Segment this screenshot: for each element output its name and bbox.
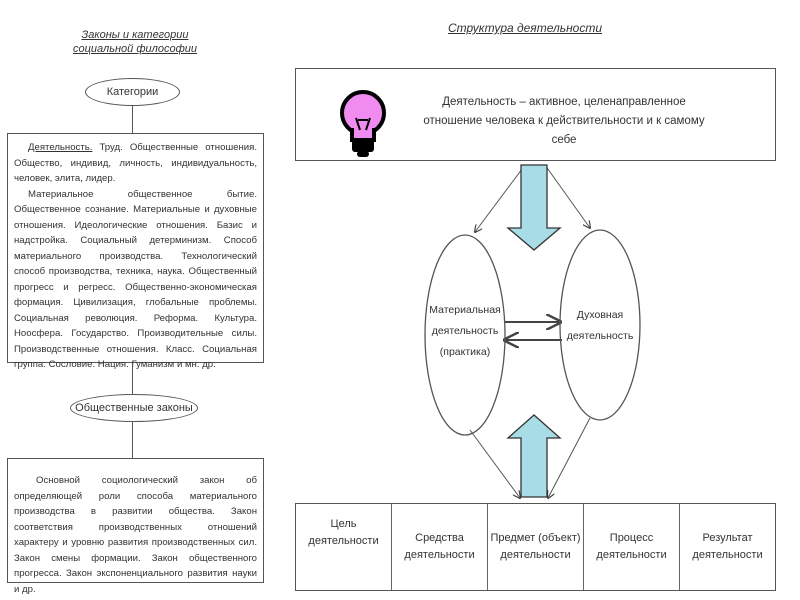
component-means: Средства деятельности — [392, 504, 488, 590]
component-goal: Цель деятельности — [296, 504, 392, 590]
component-object: Предмет (объект) деятельности — [488, 504, 584, 590]
spiritual-activity-label: Духовная деятельность — [566, 309, 634, 342]
right-title: Структура деятельности — [447, 21, 603, 35]
laws-text: Основной социологический закон об опреде… — [14, 475, 257, 595]
connector-line — [132, 422, 133, 458]
big-arrow-up-icon — [506, 414, 562, 498]
categories-lead: Деятельность. — [28, 142, 93, 153]
connector-line — [132, 363, 133, 395]
component-process: Процесс деятельности — [584, 504, 680, 590]
left-title-line2: социальной философии — [72, 43, 198, 55]
material-activity-label: Материальная деятельность (практика) — [429, 304, 501, 358]
definition-line1: Деятельность – активное, целенаправленно… — [442, 96, 686, 108]
laws-label: Общественные законы — [75, 402, 193, 414]
component-result: Результат деятельности — [692, 532, 763, 561]
categories-text2: Материальное общественное бытие. Обществ… — [14, 188, 257, 371]
definition-line2: отношение человека к действительности и … — [423, 115, 705, 146]
laws-ellipse: Общественные законы — [70, 394, 198, 422]
categories-text1: Труд. Общественные отношения. Общество, … — [14, 142, 257, 184]
connector-line — [132, 106, 133, 134]
left-title-line1: Законы и категории — [81, 29, 189, 41]
arrow-to-spiritual — [544, 164, 590, 228]
left-title: Законы и категории социальной философии — [55, 28, 215, 56]
lightbulb-icon — [340, 90, 386, 157]
arrow-to-material — [475, 164, 526, 232]
arrow-material-down — [469, 429, 520, 498]
material-ellipse — [424, 234, 506, 436]
arrow-spiritual-down — [548, 417, 591, 498]
categories-label: Категории — [106, 86, 159, 98]
big-arrow-down-icon — [506, 164, 562, 251]
laws-box: Основной социологический закон об опреде… — [7, 458, 264, 595]
categories-box: Деятельность. Труд. Общественные отношен… — [7, 133, 264, 370]
components-table: Цель деятельности Средства деятельности … — [295, 503, 776, 591]
categories-ellipse: Категории — [85, 78, 180, 106]
spiritual-ellipse — [559, 229, 641, 421]
